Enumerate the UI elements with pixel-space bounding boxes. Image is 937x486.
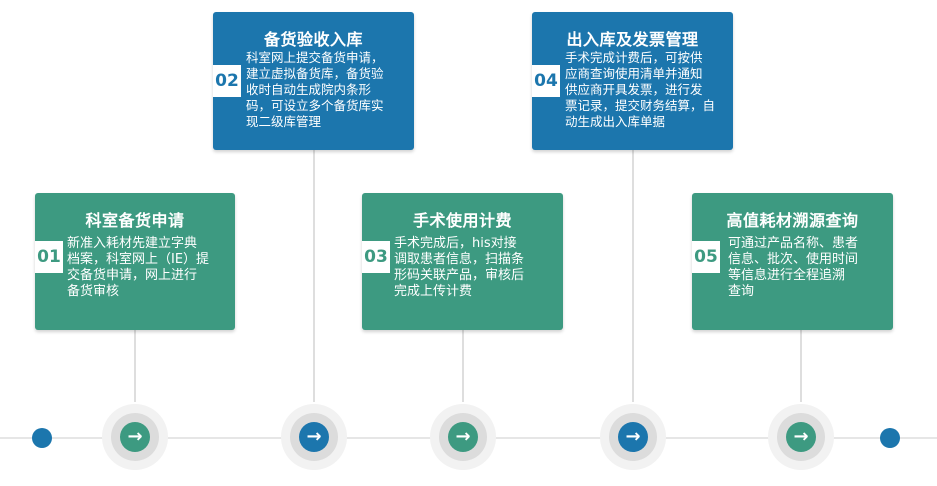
step-number: 05: [692, 241, 720, 273]
right-arrow-icon: →: [120, 422, 150, 452]
step-description: 新准入耗材先建立字典 档案，科室网上（IE）提 交备货申请，网上进行 备货审核: [67, 236, 210, 299]
timeline-node-02: →: [281, 404, 347, 470]
connector-line-04: [632, 150, 634, 402]
step-card-04: 出入库及发票管理 04 手术完成计费后，可按供 应商查询使用清单并通知 供应商开…: [532, 12, 733, 150]
timeline-start-dot-icon: [32, 428, 52, 448]
step-card-03: 手术使用计费 03 手术完成后，his对接 调取患者信息，扫描条 形码关联产品，…: [362, 193, 563, 330]
connector-line-05: [800, 330, 802, 402]
step-description: 手术完成后，his对接 调取患者信息，扫描条 形码关联产品，审核后 完成上传计费: [394, 236, 525, 299]
step-description: 科室网上提交备货申请， 建立虚拟备货库，备货验 收时自动生成院内条形 码，可设立…: [246, 50, 384, 129]
right-arrow-icon: →: [299, 422, 329, 452]
step-description: 可通过产品名称、患者 信息、批次、使用时间 等信息进行全程追溯 查询: [728, 236, 859, 299]
right-arrow-icon: →: [618, 422, 648, 452]
step-title: 手术使用计费: [412, 211, 512, 230]
timeline-node-01: →: [102, 404, 168, 470]
step-number: 02: [213, 65, 241, 97]
step-card-02: 备货验收入库 02 科室网上提交备货申请， 建立虚拟备货库，备货验 收时自动生成…: [213, 12, 414, 150]
step-card-05: 高值耗材溯源查询 05 可通过产品名称、患者 信息、批次、使用时间 等信息进行全…: [692, 193, 893, 330]
step-title: 出入库及发票管理: [566, 30, 699, 49]
timeline-node-04: →: [600, 404, 666, 470]
right-arrow-icon: →: [786, 422, 816, 452]
connector-line-02: [313, 150, 315, 402]
step-description: 手术完成计费后，可按供 应商查询使用清单并通知 供应商开具发票，进行发 票记录，…: [565, 50, 716, 129]
timeline-node-05: →: [768, 404, 834, 470]
timeline-node-03: →: [430, 404, 496, 470]
connector-line-03: [462, 330, 464, 402]
step-number: 04: [532, 65, 560, 97]
step-title: 科室备货申请: [85, 211, 185, 230]
step-number: 03: [362, 241, 390, 273]
timeline-end-dot-icon: [880, 428, 900, 448]
step-title: 备货验收入库: [263, 30, 363, 49]
step-card-01: 科室备货申请 01 新准入耗材先建立字典 档案，科室网上（IE）提 交备货申请，…: [35, 193, 235, 330]
right-arrow-icon: →: [448, 422, 478, 452]
connector-line-01: [134, 330, 136, 402]
step-number: 01: [35, 241, 63, 273]
step-title: 高值耗材溯源查询: [726, 211, 859, 230]
